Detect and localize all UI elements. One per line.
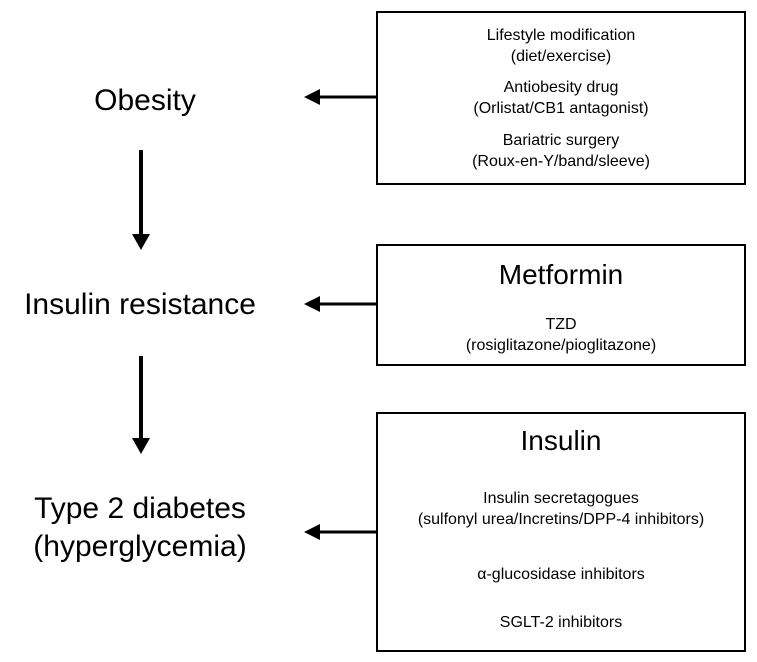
treatment-detail: (Roux-en-Y/band/sleeve) xyxy=(472,153,650,170)
treatment-name: Lifestyle modification xyxy=(486,27,636,44)
treatment-box-type2-diabetes: Insulin Insulin secretagogues (sulfonyl … xyxy=(376,412,746,652)
treatment-name: α-glucosidase inhibitors xyxy=(477,566,645,583)
treatment-detail: (Orlistat/CB1 antagonist) xyxy=(473,100,649,117)
treatment-item: Bariatric surgery (Roux-en-Y/band/sleeve… xyxy=(378,130,744,172)
treatment-item: Insulin secretagogues (sulfonyl urea/Inc… xyxy=(378,488,744,530)
stage-type2-diabetes-title: Type 2 diabetes xyxy=(34,492,246,525)
treatment-headline: Metformin xyxy=(498,259,624,290)
treatment-box-insulin-resistance: Metformin TZD (rosiglitazone/pioglitazon… xyxy=(376,244,746,366)
treatment-item: TZD (rosiglitazone/pioglitazone) xyxy=(378,314,744,356)
arrow-box-to-type2-diabetes xyxy=(304,524,376,540)
arrow-box-to-insulin-resistance xyxy=(304,296,376,312)
treatment-name: SGLT-2 inhibitors xyxy=(499,614,623,631)
treatment-name: Bariatric surgery xyxy=(502,132,620,149)
treatment-detail: (rosiglitazone/pioglitazone) xyxy=(465,337,657,354)
treatment-item: Lifestyle modification (diet/exercise) xyxy=(378,25,744,67)
stage-obesity: Obesity xyxy=(94,84,196,117)
treatment-box-obesity: Lifestyle modification (diet/exercise) A… xyxy=(376,11,746,185)
treatment-detail: (diet/exercise) xyxy=(510,48,612,65)
treatment-name: Antiobesity drug xyxy=(503,79,619,96)
stage-type2-diabetes: Type 2 diabetes (hyperglycemia) xyxy=(0,490,280,566)
arrow-insulin-resistance-to-type2-diabetes xyxy=(132,356,150,454)
treatment-name: Insulin secretagogues xyxy=(483,490,639,507)
treatment-item: α-glucosidase inhibitors xyxy=(378,564,744,585)
treatment-detail: (sulfonyl urea/Incretins/DPP-4 inhibitor… xyxy=(417,511,705,528)
treatment-item: SGLT-2 inhibitors xyxy=(378,612,744,633)
stage-type2-diabetes-subtitle: (hyperglycemia) xyxy=(33,530,247,563)
treatment-headline: Insulin xyxy=(520,425,602,456)
treatment-item: Antiobesity drug (Orlistat/CB1 antagonis… xyxy=(378,77,744,119)
arrow-box-to-obesity xyxy=(304,89,376,105)
stage-insulin-resistance: Insulin resistance xyxy=(24,288,256,321)
arrow-obesity-to-insulin-resistance xyxy=(132,150,150,250)
treatment-name: TZD xyxy=(545,316,577,333)
